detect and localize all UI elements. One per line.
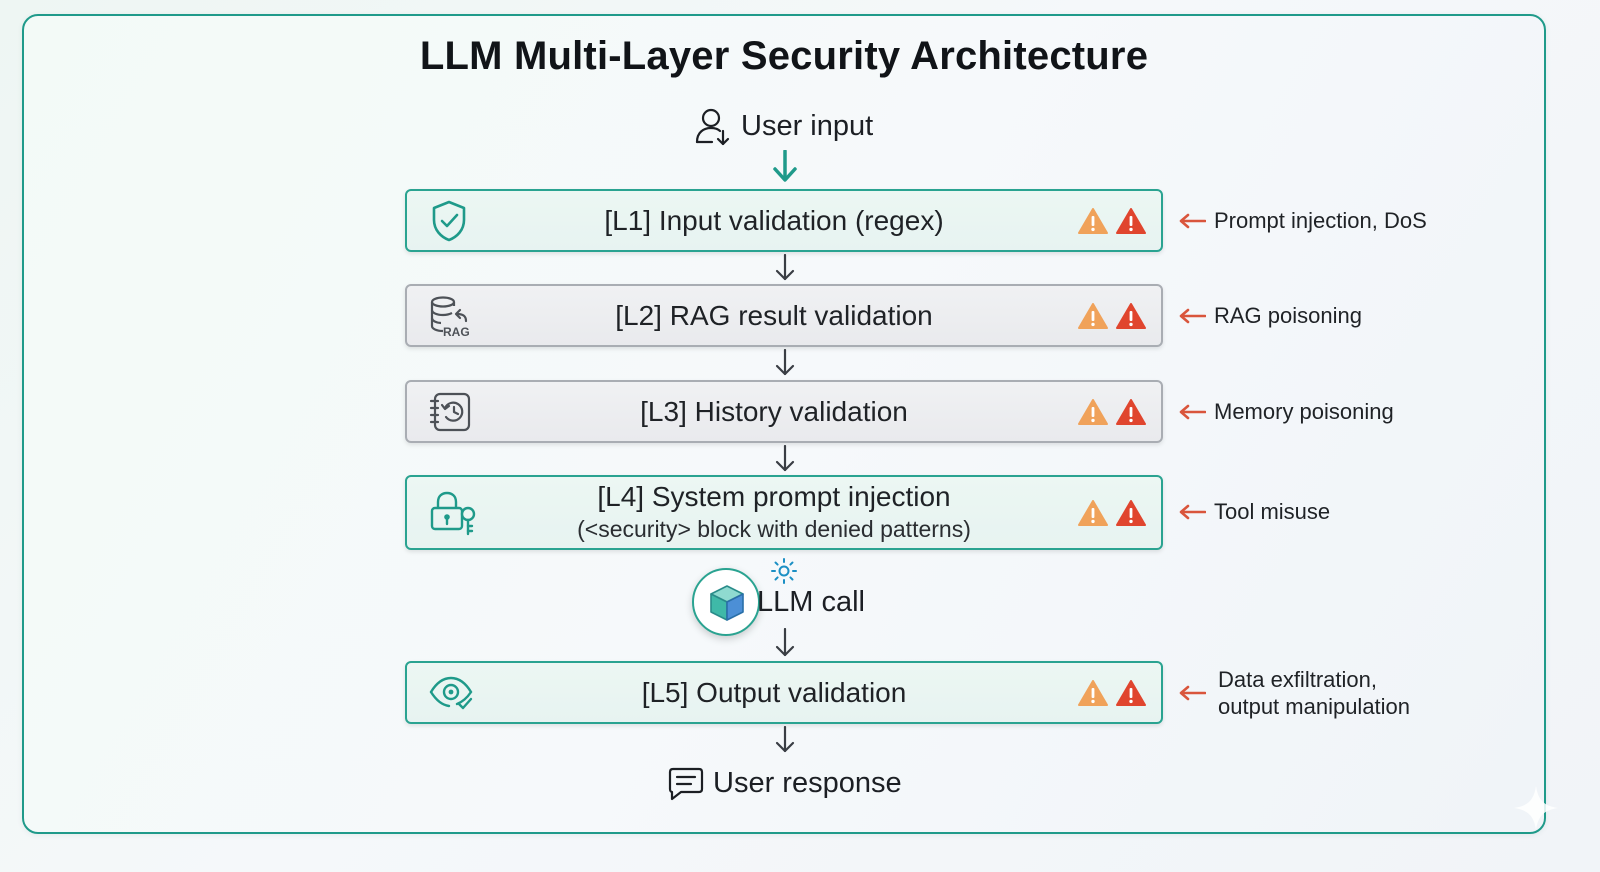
user-input-icon (695, 108, 730, 146)
threat-l3-text: Memory poisoning (1214, 399, 1394, 424)
llm-call-badge (692, 568, 760, 636)
threat-l4-text: Tool misuse (1214, 499, 1331, 524)
shield-check-icon (432, 200, 466, 241)
flow-arrow-l2-l3 (775, 349, 795, 376)
threat-arrow-icon (1179, 685, 1206, 701)
flow-arrow-l1-l2 (775, 254, 795, 281)
warning-red-icon (1116, 302, 1146, 329)
llm-call-label: LLM call (757, 586, 865, 618)
cube-icon (710, 585, 744, 621)
threat-l2: RAG poisoning (1178, 302, 1362, 329)
warning-orange-icon (1078, 398, 1108, 425)
threat-l5: Data exfiltration, output manipulation (1178, 666, 1410, 720)
flow-arrow-llm-l5 (775, 628, 795, 657)
sparkle-watermark-icon (1514, 786, 1558, 830)
threat-l5-line2: output manipulation (1218, 694, 1411, 719)
flow-arrow-input (773, 150, 797, 182)
layer-l2: RAG [L2] RAG result validation (405, 284, 1163, 347)
warning-red-icon (1116, 679, 1146, 706)
layer-l3: [L3] History validation (405, 380, 1163, 443)
diagram-title: LLM Multi-Layer Security Architecture (419, 34, 1149, 78)
flow-arrow-l5-response (775, 726, 795, 753)
chat-bubble-icon (668, 767, 704, 801)
layer-l4-text: [L4] System prompt injection (<security>… (497, 480, 1051, 544)
threat-arrow-icon (1179, 213, 1206, 228)
layer-l2-label: [L2] RAG result validation (615, 299, 933, 331)
sun-spark-icon (771, 558, 797, 584)
threat-arrow-icon (1179, 504, 1206, 519)
lock-key-icon (430, 491, 476, 535)
flow-arrow-l3-l4 (775, 445, 795, 472)
threat-l2-text: RAG poisoning (1214, 303, 1362, 328)
threat-arrow-icon (1179, 308, 1206, 323)
svg-text:RAG: RAG (443, 325, 470, 338)
layer-l1-label: [L1] Input validation (regex) (604, 204, 944, 236)
threat-arrow-icon (1179, 404, 1206, 419)
threat-l4: Tool misuse (1178, 498, 1330, 525)
threat-l5-line1: Data exfiltration, (1218, 667, 1377, 692)
layer-l4-sublabel: (<security> block with denied patterns) (577, 515, 971, 542)
layer-l4-label: [L4] System prompt injection (597, 480, 951, 512)
layer-l4: [L4] System prompt injection (<security>… (405, 475, 1163, 550)
warning-orange-icon (1078, 679, 1108, 706)
user-input-label: User input (741, 110, 874, 142)
layer-l1: [L1] Input validation (regex) (405, 189, 1163, 252)
layer-l5-label: [L5] Output validation (641, 676, 907, 708)
history-notebook-icon (429, 392, 471, 431)
layer-l3-label: [L3] History validation (640, 395, 908, 427)
threat-l1-text: Prompt injection, DoS (1214, 208, 1427, 233)
eye-check-icon (429, 676, 473, 709)
warning-orange-icon (1078, 207, 1108, 234)
threat-l3: Memory poisoning (1178, 398, 1394, 425)
database-rag-icon: RAG (430, 295, 470, 338)
warning-orange-icon (1078, 302, 1108, 329)
warning-red-icon (1116, 398, 1146, 425)
warning-orange-icon (1078, 499, 1108, 526)
layer-l5: [L5] Output validation (405, 661, 1163, 724)
warning-red-icon (1116, 207, 1146, 234)
user-response-label: User response (713, 767, 902, 799)
warning-red-icon (1116, 499, 1146, 526)
threat-l5-text: Data exfiltration, output manipulation (1218, 666, 1410, 720)
threat-l1: Prompt injection, DoS (1178, 207, 1427, 234)
